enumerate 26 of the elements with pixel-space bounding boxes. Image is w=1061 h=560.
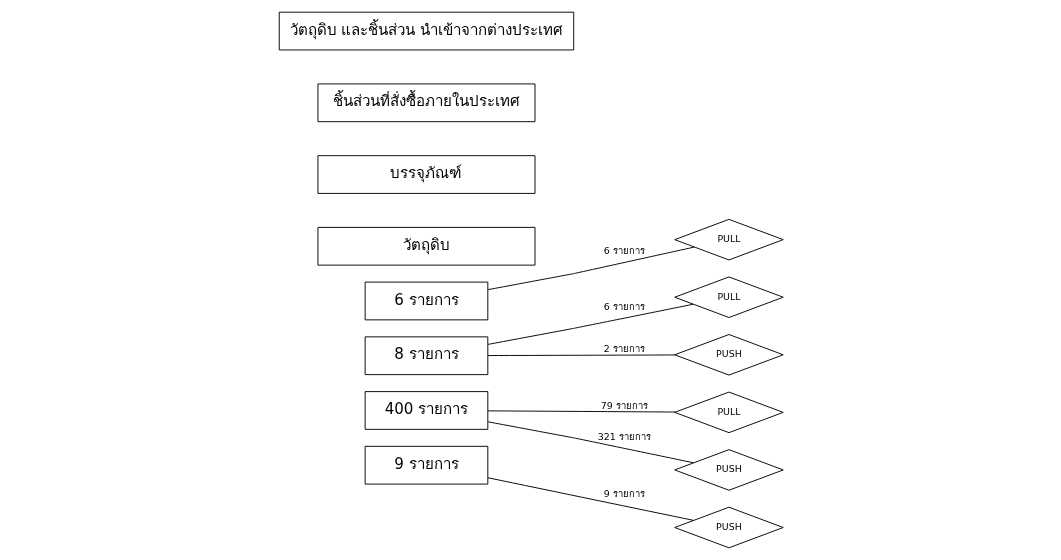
node-box: บรรจุภัณฑ์ xyxy=(316,155,535,194)
node-diamond: PUSH xyxy=(673,449,784,491)
connector xyxy=(486,354,675,357)
edge-label: 9 รายการ xyxy=(603,488,645,500)
connector xyxy=(486,477,694,521)
edge-label: 79 รายการ xyxy=(600,399,648,411)
edge-label: 6 รายการ xyxy=(603,300,645,312)
connector xyxy=(487,246,695,291)
node-box: 6 รายการ xyxy=(364,281,488,321)
node-diamond: PUSH xyxy=(673,506,784,549)
edge-label: 2 รายการ xyxy=(603,342,645,354)
edge-label: 321 รายการ xyxy=(597,430,651,442)
node-box: ชิ้นส่วนที่สั่งซื้อภายในประเทศ xyxy=(316,83,535,123)
node-box: วัตถุดิบ และชิ้นส่วน นำเข้าจากต่างประเทศ xyxy=(278,11,574,51)
node-diamond: PULL xyxy=(673,276,784,318)
node-box: 8 รายการ xyxy=(364,336,488,376)
node-box: วัตถุดิบ xyxy=(316,226,535,266)
edge-label: 6 รายการ xyxy=(603,244,645,256)
node-diamond: PULL xyxy=(673,391,784,434)
connector xyxy=(487,421,694,464)
node-box: 400 รายการ xyxy=(364,391,488,430)
node-diamond: PUSH xyxy=(673,334,784,376)
connector xyxy=(486,410,676,413)
node-diamond: PULL xyxy=(673,218,784,261)
connector xyxy=(487,303,693,345)
node-box: 9 รายการ xyxy=(364,445,488,485)
